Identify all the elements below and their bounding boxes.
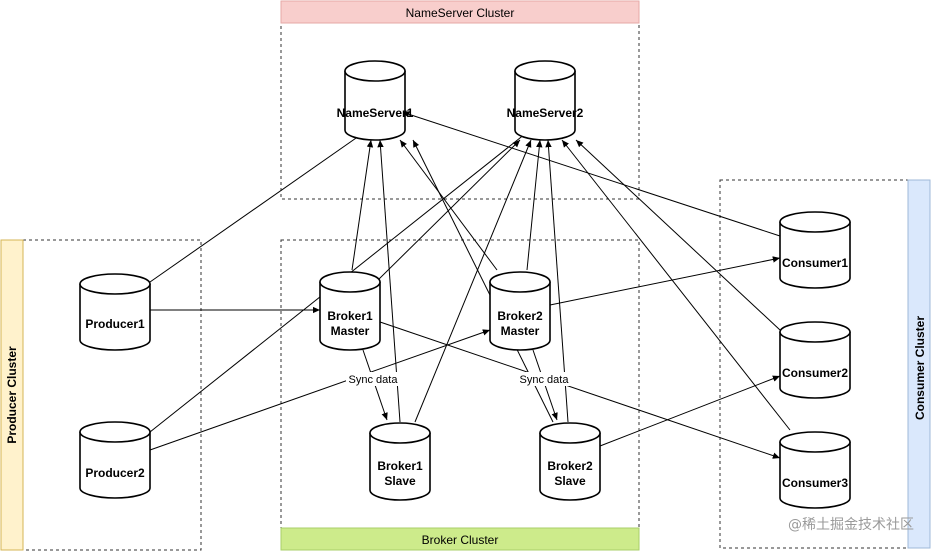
consumer2-cylinder-rim xyxy=(779,331,851,343)
producer2-label: Producer2 xyxy=(85,466,145,480)
consumer-cluster-title: Consumer Cluster xyxy=(913,316,927,420)
broker2-slave-label-line1: Broker2 xyxy=(547,459,593,473)
broker1-slave-cylinder-rim xyxy=(369,432,431,444)
consumer1-label: Consumer1 xyxy=(782,256,848,270)
producer-cluster-title: Producer Cluster xyxy=(5,346,19,444)
edge-broker2-master-consumer1 xyxy=(549,256,781,306)
broker1-master-cylinder xyxy=(319,271,381,351)
producer2-node: Producer2 xyxy=(79,421,151,499)
consumer3-node: Consumer3 xyxy=(779,431,851,509)
consumer-cluster-header xyxy=(907,179,931,549)
consumer3-label: Consumer3 xyxy=(782,476,848,490)
nameserver2-node: NameServer2 xyxy=(507,60,584,141)
producer1-cylinder-rim xyxy=(79,283,151,295)
broker1-master-label-line1: Broker1 xyxy=(327,309,373,323)
edge-consumer3-nameserver2 xyxy=(561,139,791,431)
sync-label-1: Sync data xyxy=(349,374,399,386)
producer-cluster-header xyxy=(0,239,24,551)
edge-broker1-master-consumer3 xyxy=(379,321,781,459)
edge-producer1-nameserver1 xyxy=(149,128,370,283)
edge-producer2-broker2-master xyxy=(149,329,491,451)
consumer2-label: Consumer2 xyxy=(782,366,848,380)
edge-consumer1-nameserver1 xyxy=(401,111,781,237)
nameserver-cluster-header xyxy=(280,0,640,24)
broker1-slave-label-line2: Slave xyxy=(384,474,416,488)
edge-broker2-master-nameserver2 xyxy=(526,139,543,271)
broker1-slave-label-line1: Broker1 xyxy=(377,459,423,473)
consumer3-cylinder-rim xyxy=(779,441,851,453)
edge-labels: Sync data Sync data xyxy=(346,372,571,386)
edge-broker1-master-nameserver2 xyxy=(377,139,521,281)
broker1-slave-node: Broker1 Slave xyxy=(369,422,431,501)
nameserver-cluster: NameServer Cluster xyxy=(280,0,640,200)
edge-broker2-master-nameserver1 xyxy=(399,139,498,271)
nameserver1-cylinder xyxy=(344,60,406,141)
producer1-node: Producer1 xyxy=(79,273,151,351)
broker2-master-node: Broker2 Master xyxy=(489,271,551,351)
nameserver1-node: NameServer1 xyxy=(337,60,414,141)
broker2-slave-cylinder-rim xyxy=(539,432,601,444)
sync-label-1-bg xyxy=(346,372,400,386)
producer-cluster-frame xyxy=(22,239,202,551)
broker2-slave-node: Broker2 Slave xyxy=(539,422,601,501)
broker2-master-cylinder xyxy=(489,271,551,351)
broker-cluster-title: Broker Cluster xyxy=(422,533,499,547)
sync-label-2: Sync data xyxy=(520,374,570,386)
nameserver1-label: NameServer1 xyxy=(337,106,414,120)
broker-cluster: Broker Cluster xyxy=(280,239,640,551)
producer1-label: Producer1 xyxy=(85,317,145,331)
broker1-master-cylinder-rim xyxy=(319,281,381,293)
broker2-master-cylinder-rim xyxy=(489,281,551,293)
broker1-master-node: Broker1 Master xyxy=(319,271,381,351)
producer-cluster: Producer Cluster xyxy=(0,239,202,551)
broker1-master-label-line2: Master xyxy=(331,324,370,338)
consumer1-node: Consumer1 xyxy=(779,211,851,289)
broker2-slave-label-line2: Slave xyxy=(554,474,586,488)
edge-broker1-master-nameserver1 xyxy=(351,139,374,271)
nameserver2-cylinder-rim xyxy=(514,70,576,82)
nameserver2-label: NameServer2 xyxy=(507,106,584,120)
consumer2-node: Consumer2 xyxy=(779,321,851,399)
watermark-text: @稀土掘金技术社区 xyxy=(788,517,914,533)
broker-cluster-header xyxy=(280,527,640,551)
consumer1-cylinder-rim xyxy=(779,221,851,233)
edges xyxy=(149,111,791,459)
nameserver1-cylinder-rim xyxy=(344,70,406,82)
broker2-master-label-line2: Master xyxy=(501,324,540,338)
nodes: NameServer1 NameServer2 Producer1 Produc… xyxy=(79,60,851,509)
edge-broker2-slave-consumer2 xyxy=(599,375,781,447)
broker2-master-label-line1: Broker2 xyxy=(497,309,543,323)
consumer-cluster: Consumer Cluster xyxy=(719,179,931,549)
edge-broker1-slave-nameserver2 xyxy=(414,139,532,423)
nameserver-cluster-frame xyxy=(280,22,640,200)
sync-label-2-bg xyxy=(517,372,571,386)
edge-consumer2-nameserver2 xyxy=(575,139,781,331)
producer2-cylinder-rim xyxy=(79,431,151,443)
nameserver2-cylinder xyxy=(514,60,576,141)
nameserver-cluster-title: NameServer Cluster xyxy=(406,6,515,20)
